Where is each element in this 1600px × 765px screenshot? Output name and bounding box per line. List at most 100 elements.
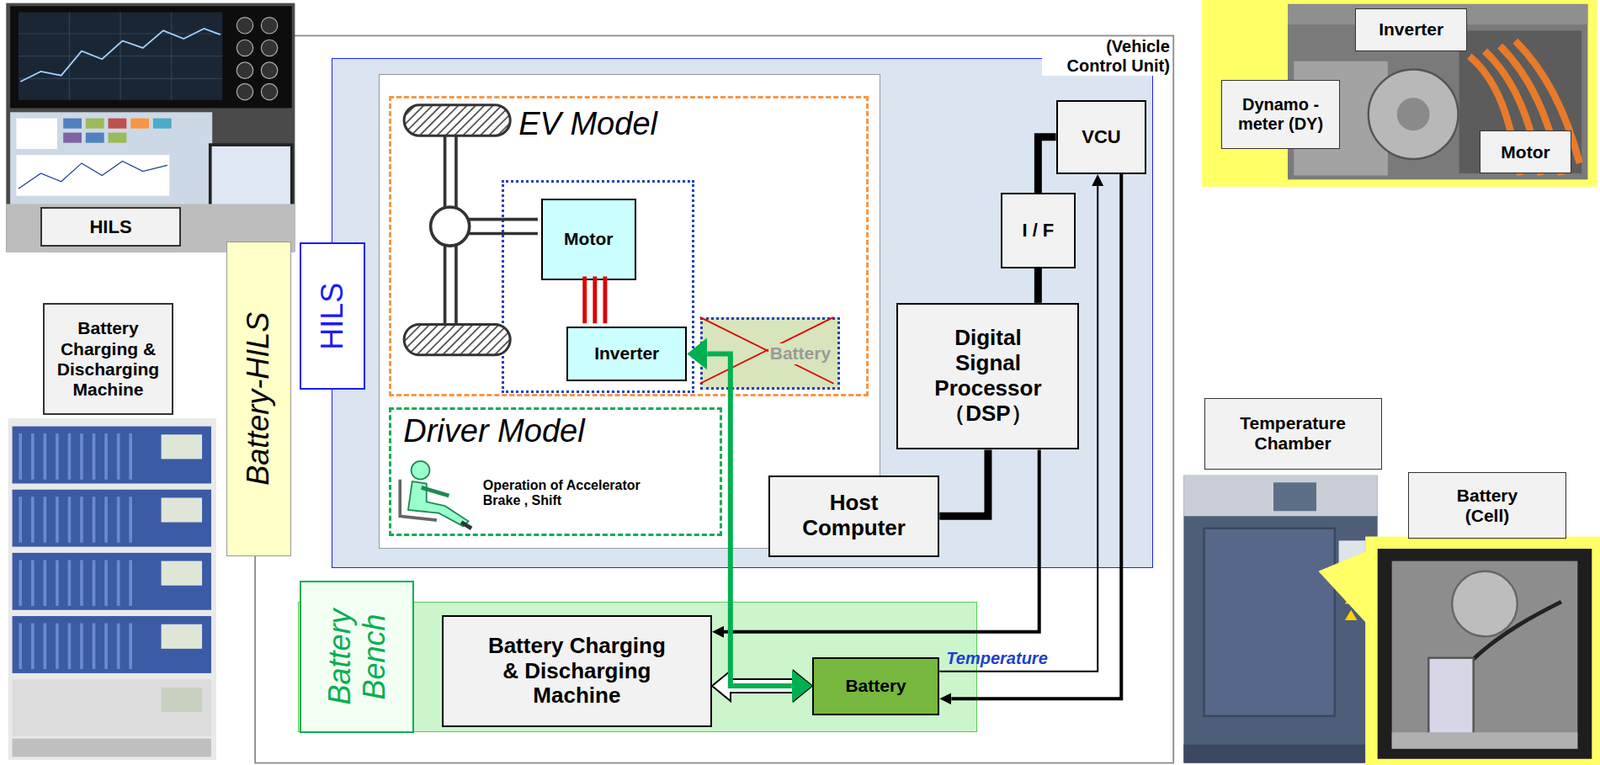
charger-photo-part xyxy=(12,489,212,548)
edge-label-holder: Temperature xyxy=(946,648,1048,669)
process-box: Host Computer xyxy=(768,475,941,558)
hils-photo-part xyxy=(18,12,223,101)
hils-photo-part xyxy=(5,3,295,253)
hils-region: HILSEV ModelMotorInverterBatteryDriver M… xyxy=(331,58,1154,569)
temperature-chamber-photo-part xyxy=(1392,561,1579,750)
hils-photo xyxy=(5,3,295,253)
label-text: Dynamo -meter (DY) xyxy=(1227,95,1334,134)
hils-photo-part xyxy=(15,118,57,149)
title-holder: Operation of Accelerator Brake , Shift xyxy=(483,462,720,525)
temperature-chamber-photo-part xyxy=(1469,601,1562,664)
label-text: HILS xyxy=(89,216,132,238)
wheel xyxy=(403,324,511,355)
temperature-chamber-photo-part xyxy=(1451,571,1518,638)
photo-label: Battery (Cell) xyxy=(1408,472,1567,539)
motor-bench-photo xyxy=(1201,0,1597,187)
process-box: Battery Charging & Discharging Machine xyxy=(441,615,713,728)
temperature-chamber-photo-part xyxy=(1392,732,1579,749)
hils-photo-part xyxy=(18,12,223,101)
process-box: Digital Signal Processor（DSP） xyxy=(896,302,1080,451)
connector-line xyxy=(723,449,1040,632)
title-holder: Battery Bench xyxy=(299,580,415,734)
charger-photo-part xyxy=(161,497,202,522)
motor-bench-photo-part xyxy=(1201,0,1597,187)
hils-photo-part xyxy=(108,132,128,144)
system-band: Battery-HILS xyxy=(226,241,291,556)
hils-photo-part xyxy=(236,39,253,56)
hils-photo-part xyxy=(236,62,253,79)
driver-icon-part xyxy=(421,487,450,496)
charger-photo-part xyxy=(12,679,212,737)
label-text: Inverter xyxy=(1378,19,1444,40)
removed-cross xyxy=(700,317,835,384)
region-title: HILS xyxy=(314,282,350,351)
annotation: (Vehicle Control Unit) xyxy=(1041,37,1172,76)
temperature-chamber-photo-part xyxy=(1204,528,1335,717)
wheel xyxy=(403,105,511,136)
charger-photo-part xyxy=(161,561,202,586)
box-label: Battery Charging & Discharging Machine xyxy=(478,633,675,710)
photo-label: Temperature Chamber xyxy=(1204,398,1383,470)
driver-icon-part xyxy=(399,479,437,521)
hils-photo-part xyxy=(10,111,213,207)
process-box: Motor xyxy=(541,198,637,281)
bench-region: Battery Bench Battery Charging & Discharg… xyxy=(297,601,978,733)
charger-photo xyxy=(8,418,217,761)
charger-photo-part xyxy=(8,418,217,761)
connector-line xyxy=(1037,137,1056,193)
temperature-chamber-photo-part xyxy=(1318,550,1367,624)
title-holder: EV Model xyxy=(518,100,744,149)
box-label: I / F xyxy=(1021,219,1054,241)
temperature-chamber-photo-part xyxy=(1183,475,1377,516)
label-text: Temperature Chamber xyxy=(1225,413,1361,454)
box-label: Digital Signal Processor（DSP） xyxy=(929,325,1048,427)
region-title: Battery Bench xyxy=(322,600,393,714)
hils-photo-part xyxy=(63,118,82,129)
system-frame xyxy=(255,35,1174,763)
hils-photo-part xyxy=(260,83,277,100)
hils-photo-part xyxy=(260,62,277,79)
connector-line xyxy=(939,449,989,516)
box-label: Motor xyxy=(563,228,613,250)
motor-bench-photo-part xyxy=(1368,69,1459,160)
hils-photo-part xyxy=(153,118,172,129)
drive-axle-part xyxy=(467,217,538,222)
drive-axle-part xyxy=(454,135,458,325)
hils-photo-part xyxy=(260,17,277,34)
model-group: EV ModelMotorInverterBattery xyxy=(388,95,869,398)
photo-label: Inverter xyxy=(1355,8,1468,52)
annotation-holder: (Vehicle Control Unit) xyxy=(981,37,1172,91)
battery-box: Battery xyxy=(812,657,941,716)
driver-icon-part xyxy=(411,461,431,480)
hils-photo-part xyxy=(236,83,253,100)
hils-photo-part xyxy=(18,160,168,189)
temperature-chamber-photo-part xyxy=(1377,548,1593,760)
group-title: EV Model xyxy=(518,106,658,144)
process-box: Inverter xyxy=(566,326,687,381)
temperature-chamber-photo-part xyxy=(1183,744,1377,764)
drive-axle-part xyxy=(467,232,538,236)
process-box: I / F xyxy=(1000,192,1076,269)
drive-axle xyxy=(430,135,538,325)
process-box: VCU xyxy=(1056,100,1148,176)
driver-icon-part xyxy=(408,481,469,527)
connector-line xyxy=(939,186,1098,672)
charger-photo-part xyxy=(161,687,202,713)
drive-axle-part xyxy=(430,207,470,246)
group-title: Driver Model xyxy=(403,413,585,451)
box-label: Host Computer xyxy=(795,490,914,542)
model-group: Driver ModelOperation of Accelerator Bra… xyxy=(388,407,723,537)
box-label: Battery xyxy=(845,675,906,697)
hils-photo-part xyxy=(20,28,221,82)
driver-icon-part xyxy=(461,522,472,529)
group-note: Operation of Accelerator Brake , Shift xyxy=(483,478,677,510)
charger-photo-part xyxy=(12,738,212,757)
photo-label: Dynamo -meter (DY) xyxy=(1221,79,1340,149)
title-holder: HILS xyxy=(299,242,366,390)
motor-bench-photo-part xyxy=(1469,40,1580,176)
driver-icon xyxy=(399,461,472,529)
charger-photo-part xyxy=(12,616,212,674)
hils-photo-part xyxy=(85,118,105,129)
charger-photo-part xyxy=(161,624,202,649)
temperature-chamber-photo-part xyxy=(1365,536,1600,765)
